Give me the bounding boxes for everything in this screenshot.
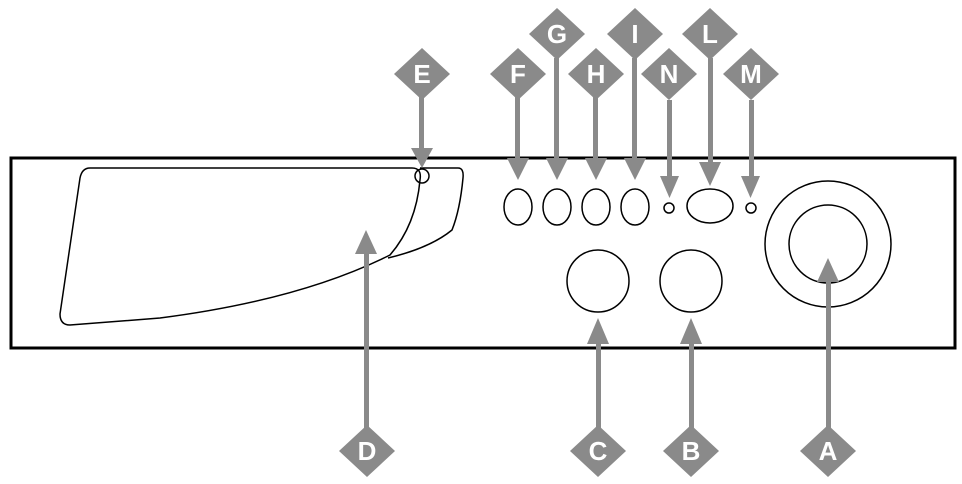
- button-g: [542, 188, 572, 226]
- arrow-b-shaft: [689, 340, 694, 428]
- arrow-e-head: [411, 148, 433, 168]
- callout-c: C: [570, 425, 626, 477]
- callout-m-label: M: [740, 59, 762, 89]
- release-button: [414, 168, 430, 184]
- callout-e-label: E: [413, 59, 430, 89]
- callout-b-diamond: [663, 425, 719, 477]
- callout-g-diamond: [529, 8, 585, 60]
- arrow-d-head: [355, 230, 377, 254]
- callout-a: A: [800, 425, 856, 477]
- disc-tray-hinge: [387, 167, 464, 259]
- callout-i-label: I: [631, 19, 638, 49]
- arrow-f-head: [507, 158, 529, 180]
- callout-l-label: L: [702, 19, 718, 49]
- button-l: [686, 188, 734, 224]
- arrow-l-shaft: [708, 58, 713, 164]
- disc-tray-flap: [59, 167, 422, 326]
- arrow-e-shaft: [419, 95, 424, 151]
- callout-c-diamond: [570, 425, 626, 477]
- button-f: [503, 188, 533, 226]
- arrow-n-head: [660, 176, 679, 198]
- indicator-led-n: [663, 202, 675, 214]
- callout-i: I: [607, 8, 663, 60]
- callout-b: B: [663, 425, 719, 477]
- callout-g: G: [529, 8, 585, 60]
- arrow-m-head: [741, 176, 760, 198]
- callout-arrows: [355, 58, 839, 428]
- callout-e-diamond: [394, 48, 450, 100]
- callout-g-label: G: [547, 19, 567, 49]
- arrow-b-head: [680, 318, 702, 344]
- arrow-h-head: [585, 158, 607, 180]
- callout-f-label: F: [510, 59, 526, 89]
- callout-n: N: [641, 48, 697, 100]
- arrow-m-shaft: [749, 100, 754, 178]
- round-button-b: [659, 249, 723, 313]
- callout-h-label: H: [587, 59, 606, 89]
- callout-f-diamond: [490, 48, 546, 100]
- callout-h-diamond: [568, 48, 624, 100]
- callout-d-diamond: [339, 425, 395, 477]
- callout-m-diamond: [723, 48, 779, 100]
- callout-m: M: [723, 48, 779, 100]
- callout-a-diamond: [800, 425, 856, 477]
- arrow-i-head: [624, 158, 646, 180]
- callout-c-label: C: [589, 436, 608, 466]
- callout-i-diamond: [607, 8, 663, 60]
- arrow-a-shaft: [826, 278, 831, 428]
- arrow-c-head: [587, 318, 609, 344]
- arrow-g-head: [546, 158, 568, 180]
- arrow-i-shaft: [632, 58, 637, 161]
- button-h: [581, 188, 611, 226]
- arrow-h-shaft: [593, 95, 598, 161]
- callout-d: D: [339, 425, 395, 477]
- callout-labels: E F G H I N L M: [339, 8, 856, 477]
- callout-e: E: [394, 48, 450, 100]
- arrow-l-head: [699, 162, 721, 186]
- arrow-f-shaft: [515, 95, 520, 161]
- callout-f: F: [490, 48, 546, 100]
- arrow-d-shaft: [364, 250, 369, 428]
- callout-d-label: D: [358, 436, 377, 466]
- callout-b-label: B: [682, 436, 701, 466]
- callout-a-label: A: [819, 436, 838, 466]
- arrow-g-shaft: [554, 58, 559, 161]
- callout-l: L: [682, 8, 738, 60]
- round-button-c: [566, 249, 630, 313]
- button-i: [620, 188, 650, 226]
- indicator-led-m: [745, 202, 757, 214]
- arrow-c-shaft: [596, 340, 601, 428]
- callout-n-label: N: [660, 59, 679, 89]
- arrow-n-shaft: [667, 100, 672, 178]
- callout-h: H: [568, 48, 624, 100]
- device-body: [9, 156, 957, 350]
- callout-l-diamond: [682, 8, 738, 60]
- callout-n-diamond: [641, 48, 697, 100]
- arrow-a-head: [817, 258, 839, 282]
